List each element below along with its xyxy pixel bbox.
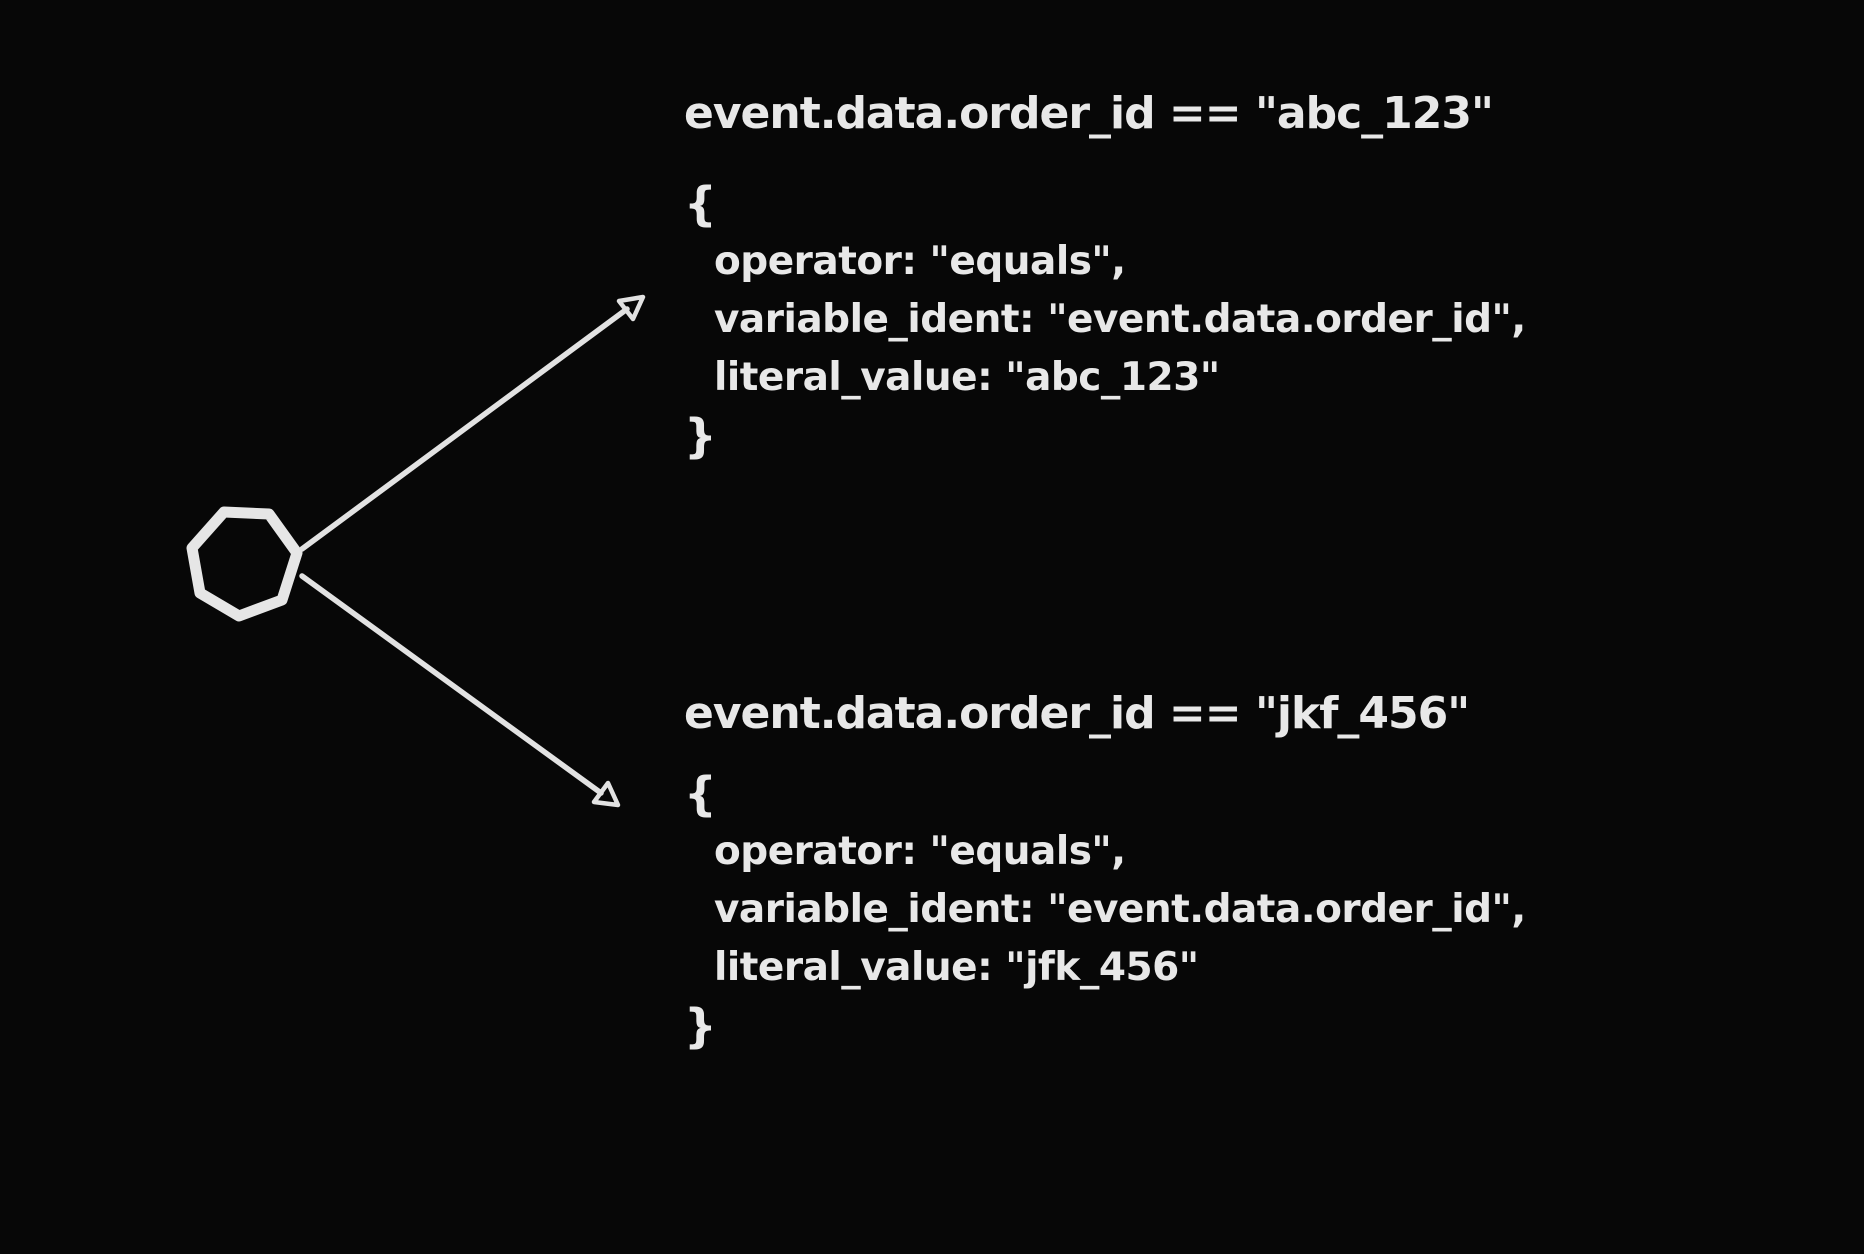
- code-line: {: [684, 767, 717, 821]
- code-line: }: [684, 409, 717, 463]
- code-line: literal_value: "jfk_456": [714, 945, 1199, 990]
- parsed-condition-block-2: { operator: "equals", variable_ident: "e…: [684, 765, 1526, 1055]
- code-line: variable_ident: "event.data.order_id",: [714, 297, 1526, 342]
- arrowhead-top-icon: [616, 294, 646, 322]
- code-line: variable_ident: "event.data.order_id",: [714, 887, 1526, 932]
- condition-expression-1: event.data.order_id == "abc_123": [684, 88, 1494, 139]
- parsed-condition-block-1: { operator: "equals", variable_ident: "e…: [684, 175, 1526, 465]
- code-line: }: [684, 999, 717, 1053]
- branch-arrow-bottom: [299, 573, 604, 796]
- state-node-circle-icon: [186, 506, 303, 622]
- code-line: literal_value: "abc_123": [714, 355, 1220, 400]
- condition-expression-2: event.data.order_id == "jkf_456": [684, 688, 1470, 739]
- arrowhead-bottom-icon: [591, 780, 621, 808]
- branch-arrow-top: [299, 306, 630, 552]
- code-line: {: [684, 177, 717, 231]
- code-line: operator: "equals",: [714, 829, 1126, 874]
- code-line: operator: "equals",: [714, 239, 1126, 284]
